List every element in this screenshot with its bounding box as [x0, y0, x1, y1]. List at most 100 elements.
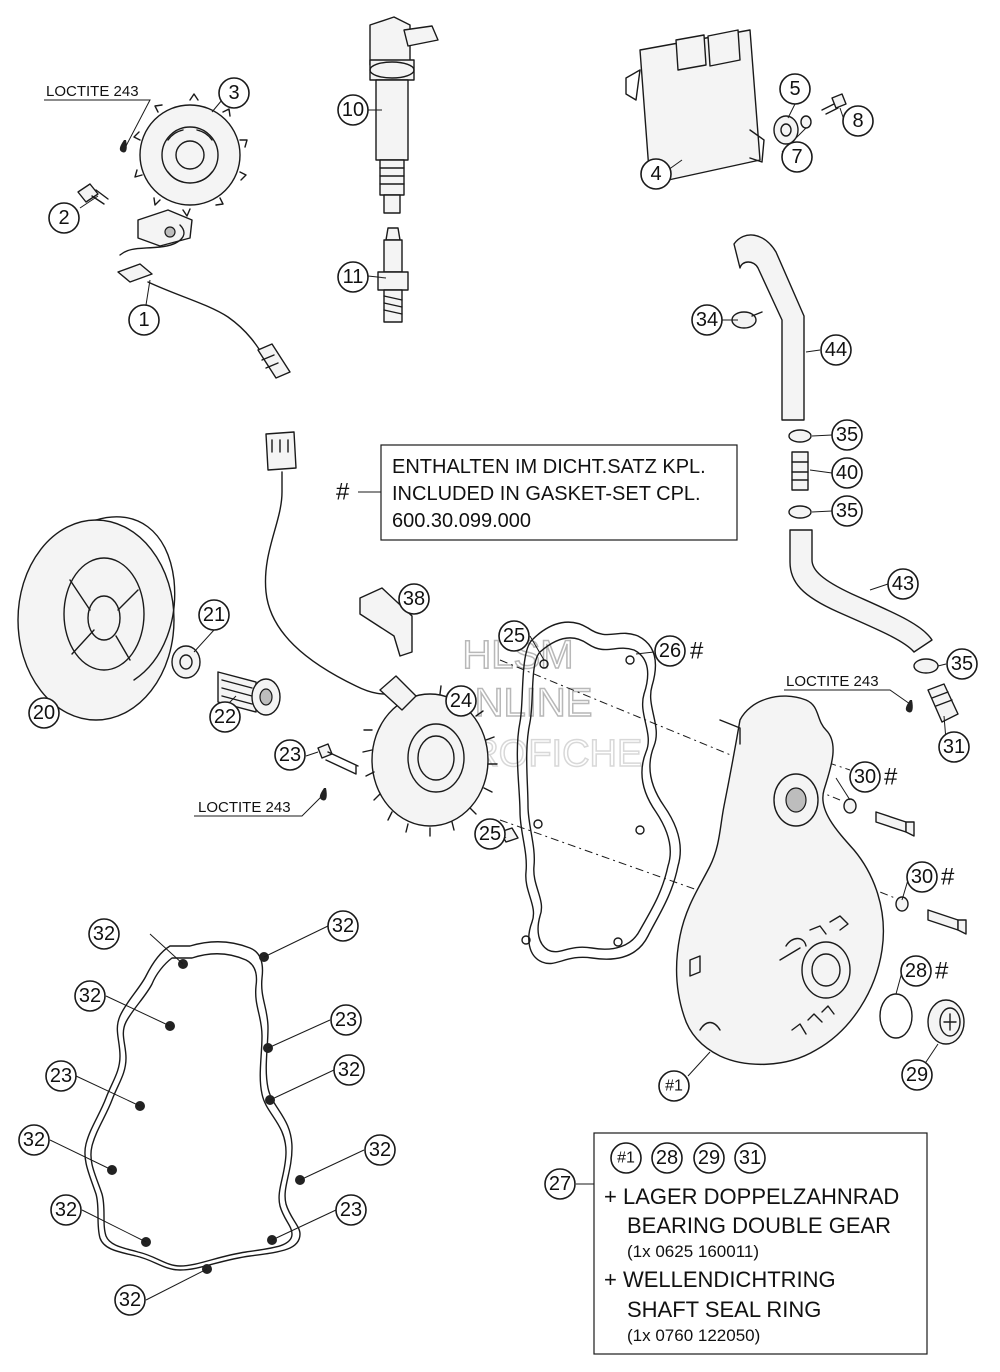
cable-grommet — [359, 587, 413, 657]
callout-44: 44 — [820, 334, 852, 366]
svg-text:23: 23 — [50, 1065, 72, 1087]
trigger-wheel — [133, 93, 248, 217]
callout-8: 8 — [842, 105, 874, 137]
droplet-icon — [905, 700, 913, 713]
svg-text:31: 31 — [943, 736, 965, 758]
cover-screw-lower — [895, 896, 967, 935]
svg-text:32: 32 — [338, 1059, 360, 1081]
loctite-text-1: LOCTITE 243 — [46, 83, 139, 100]
callout-31: 31 — [938, 731, 970, 763]
kit-line-1: + LAGER DOPPELZAHNRAD — [604, 1184, 899, 1209]
svg-text:32: 32 — [55, 1199, 77, 1221]
svg-text:30: 30 — [854, 766, 876, 788]
loctite-label-3: LOCTITE 243 — [784, 673, 913, 713]
svg-text:23: 23 — [340, 1199, 362, 1221]
hash-mark-30-upper: # — [884, 764, 898, 791]
callout-23-gasket-b: 23 — [45, 1060, 77, 1092]
ignition-cover — [675, 695, 885, 1066]
callout-25-upper: 25 — [498, 620, 530, 652]
kit-ref-3: 29 — [693, 1142, 725, 1174]
svg-text:24: 24 — [450, 690, 472, 712]
svg-text:35: 35 — [951, 653, 973, 675]
hash-mark-28: # — [935, 958, 949, 985]
o-ring — [879, 993, 913, 1039]
callout-26: 26 — [654, 635, 686, 667]
callout-32-d: 32 — [333, 1054, 365, 1086]
svg-text:23: 23 — [335, 1009, 357, 1031]
svg-text:32: 32 — [79, 985, 101, 1007]
kit-ref-4: 31 — [734, 1142, 766, 1174]
kit-line-6: (1x 0760 122050) — [627, 1326, 760, 1345]
loctite-label-1: LOCTITE 243 — [44, 83, 151, 153]
svg-text:34: 34 — [696, 309, 718, 331]
svg-text:7: 7 — [791, 146, 802, 168]
hash-mark-26: # — [690, 638, 704, 665]
svg-text:35: 35 — [836, 500, 858, 522]
svg-text:29: 29 — [906, 1064, 928, 1086]
svg-text:21: 21 — [203, 604, 225, 626]
note-line-1: ENTHALTEN IM DICHT.SATZ KPL. — [392, 456, 706, 478]
svg-text:32: 32 — [23, 1129, 45, 1151]
svg-text:40: 40 — [836, 462, 858, 484]
svg-text:20: 20 — [33, 702, 55, 724]
callout-32-e: 32 — [18, 1124, 50, 1156]
callout-35-upper: 35 — [831, 419, 863, 451]
callout-10: 10 — [337, 94, 369, 126]
control-unit — [625, 29, 765, 185]
callout-23-gasket-c: 23 — [335, 1194, 367, 1226]
hash-mark: # — [336, 479, 350, 506]
svg-text:28: 28 — [656, 1147, 678, 1169]
svg-text:38: 38 — [403, 588, 425, 610]
svg-text:43: 43 — [892, 573, 914, 595]
hash-mark-30-lower: # — [941, 864, 955, 891]
breather-hose-upper — [733, 234, 805, 421]
callout-7: 7 — [781, 141, 813, 173]
callout-23-gasket-a: 23 — [330, 1004, 362, 1036]
hose-ring-upper — [788, 429, 812, 443]
callout-32-f: 32 — [364, 1134, 396, 1166]
screw — [77, 183, 109, 205]
droplet-icon — [319, 788, 327, 801]
callout-25-lower: 25 — [474, 818, 506, 850]
callout-35-lower: 35 — [946, 648, 978, 680]
callout-20: 20 — [28, 697, 60, 729]
callout-2: 2 — [48, 202, 80, 234]
kit-ref-2: 28 — [651, 1142, 683, 1174]
hose-clamp — [731, 311, 763, 329]
callout-23-stator: 23 — [274, 739, 306, 771]
kit-line-3: (1x 0625 160011) — [627, 1242, 759, 1261]
callout-11: 11 — [337, 261, 369, 293]
callout-cover-1: #1 — [658, 1070, 690, 1102]
svg-text:#1: #1 — [665, 1078, 683, 1095]
callout-1: 1 — [128, 304, 160, 336]
callout-4: 4 — [640, 158, 672, 190]
cover-screw-upper — [843, 798, 915, 837]
droplet-icon — [119, 140, 127, 153]
spark-plug — [377, 227, 409, 323]
callout-5: 5 — [779, 73, 811, 105]
callout-27: 27 — [544, 1168, 576, 1200]
gasket-set-note: ENTHALTEN IM DICHT.SATZ KPL. INCLUDED IN… — [336, 444, 738, 541]
svg-text:25: 25 — [503, 625, 525, 647]
breather-hose-lower — [789, 529, 933, 653]
hose-ring-lower — [788, 505, 812, 519]
svg-text:35: 35 — [836, 424, 858, 446]
svg-text:23: 23 — [279, 744, 301, 766]
svg-text:8: 8 — [852, 110, 863, 132]
note-line-2: INCLUDED IN GASKET-SET CPL. — [392, 483, 701, 505]
kit-ref-1: #1 — [610, 1142, 642, 1174]
callout-35-middle: 35 — [831, 495, 863, 527]
loctite-text-2: LOCTITE 243 — [198, 799, 291, 816]
stator-cable — [264, 431, 397, 695]
grommet — [773, 115, 799, 145]
kit-contents-box: #1 28 29 31 + LAGER DOPPELZAHNRAD BEARIN… — [593, 1132, 928, 1355]
svg-text:10: 10 — [342, 99, 364, 121]
callout-30-lower: 30 — [906, 861, 938, 893]
callout-32-h: 32 — [114, 1284, 146, 1316]
hose-ring-cover — [913, 658, 939, 674]
callout-22: 22 — [209, 701, 241, 733]
stator-screw — [317, 743, 359, 775]
svg-text:32: 32 — [369, 1139, 391, 1161]
cover-gasket — [516, 621, 681, 965]
svg-text:32: 32 — [93, 923, 115, 945]
